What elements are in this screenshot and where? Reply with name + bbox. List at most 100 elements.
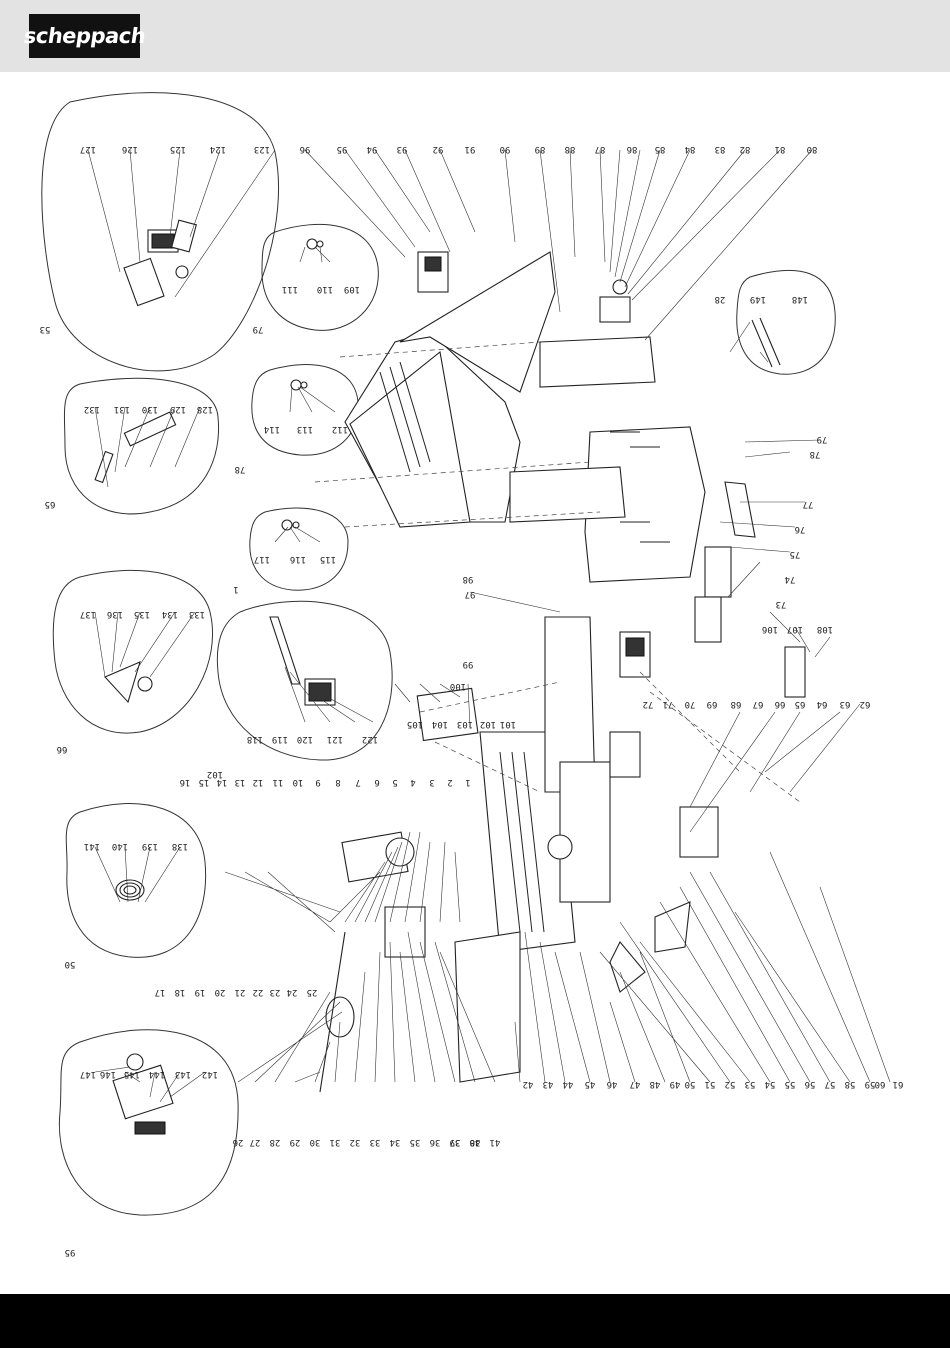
part-number-label: 98 xyxy=(463,574,474,584)
detail-65-parts xyxy=(94,411,177,484)
part-number-label: 120 xyxy=(297,734,313,744)
part-number-label: 135 xyxy=(134,609,150,619)
part-number-label: 136 xyxy=(107,609,123,619)
detail-95-parts xyxy=(112,1053,174,1135)
assembly-dashes xyxy=(314,341,801,803)
part-number-label: 57 xyxy=(825,1079,836,1089)
part-number-label: 13 xyxy=(235,777,246,787)
part-number-label: 138 xyxy=(172,841,188,851)
part-number-label: 78 xyxy=(810,449,821,459)
part-number-label: 5 xyxy=(392,777,397,787)
part-number-label: 115 xyxy=(320,554,336,564)
group-label: 28 xyxy=(715,294,726,304)
part-number-label: 92 xyxy=(433,144,444,154)
part-number-label: 91 xyxy=(465,144,476,154)
part-number-label: 140 xyxy=(112,841,128,851)
detail-28-parts xyxy=(751,317,781,368)
part-number-label: 52 xyxy=(725,1079,736,1089)
part-number-label: 123 xyxy=(254,144,270,154)
part-number-label: 45 xyxy=(585,1079,596,1089)
exploded-parts-diagram: 1234567891011121314151617181920212223242… xyxy=(40,92,903,1257)
part-number-label: 51 xyxy=(705,1079,716,1089)
part-number-label: 143 xyxy=(175,1069,191,1079)
part-number-label: 25 xyxy=(307,987,318,997)
part-number-label: 17 xyxy=(155,987,166,997)
part-number-label: 93 xyxy=(397,144,408,154)
part-number-label: 74 xyxy=(785,574,796,584)
detail-bubble-79 xyxy=(261,223,379,331)
part-number-label: 134 xyxy=(162,609,178,619)
group-label: 95 xyxy=(65,1247,76,1257)
part-number-label: 125 xyxy=(170,144,186,154)
part-number-label: 121 xyxy=(327,734,343,744)
part-number-label: 16 xyxy=(180,777,191,787)
detail-50-parts xyxy=(115,879,145,901)
part-number-label: 72 xyxy=(643,699,654,709)
footer-bar xyxy=(0,1294,950,1348)
part-number-label: 10 xyxy=(293,777,304,787)
drawing-layer xyxy=(41,92,891,1216)
part-number-label: 8 xyxy=(335,777,340,787)
part-number-label: 110 xyxy=(317,284,333,294)
part-number-label: 147 xyxy=(80,1069,96,1079)
part-number-label: 127 xyxy=(80,144,96,154)
part-number-label: 4 xyxy=(410,777,415,787)
part-number-label: 34 xyxy=(390,1137,401,1147)
part-number-label: 87 xyxy=(595,144,606,154)
part-number-label: 21 xyxy=(235,987,246,997)
part-number-label: 28 xyxy=(270,1137,281,1147)
part-number-label: 130 xyxy=(142,404,158,414)
part-number-label: 66 xyxy=(775,699,786,709)
part-number-label: 55 xyxy=(785,1079,796,1089)
part-number-label: 126 xyxy=(122,144,138,154)
part-number-label: 62 xyxy=(860,699,871,709)
part-number-label: 26 xyxy=(233,1137,244,1147)
part-number-label: 96 xyxy=(300,144,311,154)
part-number-label: 12 xyxy=(253,777,264,787)
part-number-label: 11 xyxy=(273,777,284,787)
part-number-label: 132 xyxy=(84,404,100,414)
part-number-label: 82 xyxy=(740,144,751,154)
part-number-label: 81 xyxy=(775,144,786,154)
part-number-label: 101 xyxy=(500,719,516,729)
part-number-label: 44 xyxy=(563,1079,574,1089)
detail-bubble-78 xyxy=(251,364,359,456)
part-number-label: 137 xyxy=(80,609,96,619)
part-number-label: 128 xyxy=(197,404,213,414)
group-label: 1 xyxy=(233,584,238,594)
part-number-label: 80 xyxy=(807,144,818,154)
part-number-label: 36 xyxy=(430,1137,441,1147)
detail-bubble-1 xyxy=(249,507,349,591)
part-number-label: 144 xyxy=(149,1069,165,1079)
part-number-label: 59 xyxy=(865,1079,876,1089)
part-number-label: 71 xyxy=(663,699,674,709)
part-number-label: 9 xyxy=(315,777,320,787)
part-number-label: 76 xyxy=(795,524,806,534)
part-number-label: 146 xyxy=(100,1069,116,1079)
part-number-label: 68 xyxy=(731,699,742,709)
part-number-label: 129 xyxy=(170,404,186,414)
part-number-label: 109 xyxy=(344,284,360,294)
part-number-label: 97 xyxy=(465,589,476,599)
part-number-label: 29 xyxy=(290,1137,301,1147)
part-number-label: 119 xyxy=(272,734,288,744)
part-number-label: 64 xyxy=(817,699,828,709)
part-number-label: 22 xyxy=(253,987,264,997)
part-number-label: 107 xyxy=(787,624,803,634)
part-number-label: 69 xyxy=(707,699,718,709)
detail-bubble-65 xyxy=(63,377,220,515)
detail-bubble-66 xyxy=(52,569,214,734)
part-number-label: 105 xyxy=(407,719,423,729)
part-number-label: 142 xyxy=(202,1069,218,1079)
part-number-label: 106 xyxy=(762,624,778,634)
part-number-label: 145 xyxy=(124,1069,140,1079)
part-number-label: 104 xyxy=(432,719,448,729)
part-number-label: 30 xyxy=(310,1137,321,1147)
brand-logo-text: scheppach xyxy=(22,24,147,48)
side-panel xyxy=(584,426,706,583)
part-number-label: 49 xyxy=(670,1079,681,1089)
group-label: 50 xyxy=(65,959,76,969)
part-number-label: 67 xyxy=(753,699,764,709)
part-number-label: 32 xyxy=(350,1137,361,1147)
main-machine xyxy=(319,251,806,1093)
